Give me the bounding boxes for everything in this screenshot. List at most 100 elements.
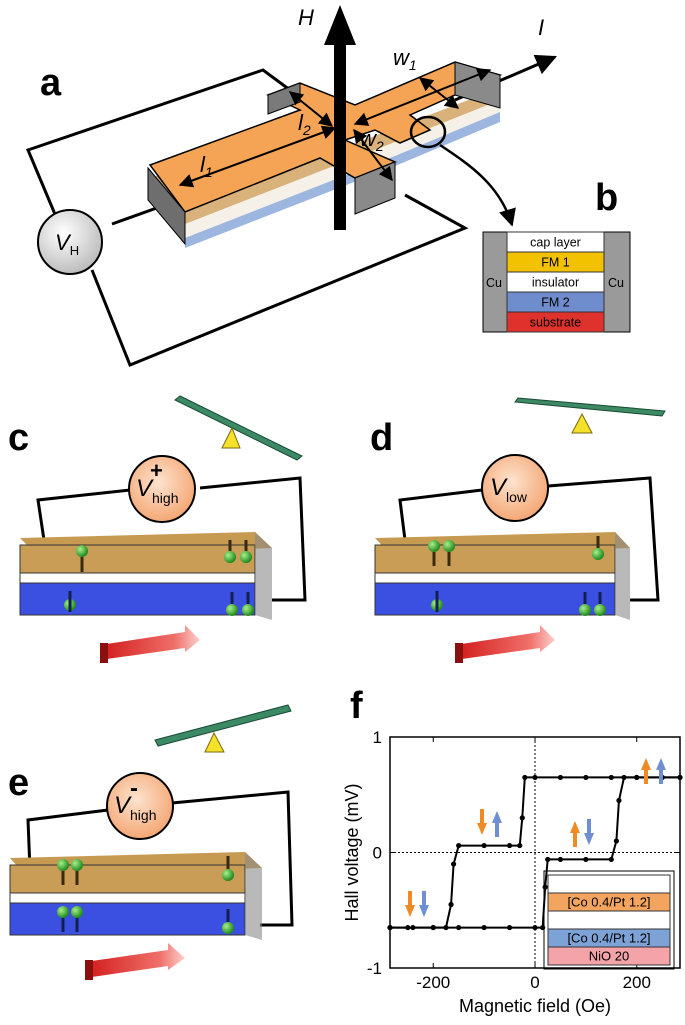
current-label: I <box>538 15 544 40</box>
data-point <box>506 842 513 849</box>
data-point <box>616 797 622 804</box>
spin-arrow <box>656 758 666 784</box>
data-point <box>522 774 528 781</box>
data-point <box>557 774 564 781</box>
legend-layer <box>547 874 671 894</box>
spin-arrow <box>405 891 415 917</box>
panel-a: a I H l1 l2 w2 w1 <box>25 5 557 367</box>
data-point <box>557 856 564 863</box>
spins-d <box>428 536 606 616</box>
legend-label: [Co 0.4/Pt 1.2] <box>567 895 650 910</box>
data-point <box>481 842 487 849</box>
data-point <box>677 774 683 781</box>
y-tick-label: 1 <box>373 728 382 747</box>
current-arrow-d-tail <box>455 643 463 663</box>
voltmeter-c-label: Vhigh <box>136 475 178 506</box>
block-c-fm2 <box>19 582 256 616</box>
x-tick-label: 0 <box>530 973 539 992</box>
block-e-fm1 <box>9 864 246 894</box>
seesaw-board-e <box>154 704 292 747</box>
layer-label: insulator <box>532 276 579 290</box>
legend-box <box>543 870 675 970</box>
data-point <box>532 774 538 781</box>
x-tick-label: -200 <box>416 973 450 992</box>
wire-bottom <box>90 193 469 367</box>
voltmeter-d <box>481 454 549 522</box>
spin-arrow <box>419 891 429 917</box>
block-e-side <box>245 852 262 940</box>
block-d-fm2 <box>374 582 616 616</box>
field-arrow-shaft <box>334 40 346 230</box>
circuit-c-right <box>199 476 307 602</box>
electrode-right <box>454 61 501 109</box>
y-tick-label: 0 <box>373 844 382 863</box>
l1-label: l1 <box>200 152 213 180</box>
data-point <box>481 924 487 931</box>
current-arrow-c <box>100 625 200 660</box>
legend-layer <box>547 910 671 930</box>
current-arrow-d <box>455 625 555 660</box>
panel-d: d Vlow <box>370 397 666 663</box>
spin-arrow <box>570 821 580 847</box>
circuit-e-left <box>26 808 109 871</box>
panel-e-letter: e <box>8 762 29 804</box>
data-point <box>621 774 627 781</box>
circuit-d-right <box>547 476 660 602</box>
data-point <box>456 842 462 849</box>
panel-d-letter: d <box>370 417 393 459</box>
data-point <box>532 924 538 931</box>
data-point <box>456 924 462 931</box>
panel-a-letter: a <box>40 62 62 104</box>
w1-dimension <box>418 77 460 109</box>
l2-dimension <box>288 91 334 127</box>
electrode-cu-right <box>603 231 631 333</box>
layer-label: FM 1 <box>541 256 570 270</box>
legend-label: NiO 20 <box>589 949 629 964</box>
data-point <box>583 856 589 863</box>
layer-label: cap layer <box>530 236 581 250</box>
panel-c: c Vhigh + <box>8 395 307 663</box>
data-point <box>517 842 523 849</box>
data-point <box>519 815 525 821</box>
block-d-insulator <box>374 572 616 584</box>
y-axis-title: Hall voltage (mV) <box>342 783 362 921</box>
legend-label: [Co 0.4/Pt 1.2] <box>567 931 650 946</box>
panel-f-letter: f <box>350 685 363 727</box>
seesaw-board-d <box>514 397 666 417</box>
y-tick-label: -1 <box>367 959 382 978</box>
data-point <box>387 924 393 931</box>
panel-b-letter: b <box>595 177 618 219</box>
legend-layer <box>547 946 671 966</box>
field-label: H <box>298 5 314 30</box>
block-e-insulator <box>9 892 246 904</box>
data-point <box>608 774 614 781</box>
voltmeter-c-sign: + <box>150 458 163 483</box>
voltmeter-e-sign: - <box>130 775 138 802</box>
voltmeter-e-label: Vhigh <box>114 792 156 823</box>
data-point <box>608 856 614 863</box>
layer-label: substrate <box>530 316 581 330</box>
current-arrow-e <box>85 943 185 978</box>
data-point <box>634 774 640 781</box>
w2-dimension <box>353 128 393 182</box>
layer-substrate <box>506 311 605 333</box>
spin-arrow <box>584 819 594 845</box>
circuit-e-right <box>171 790 294 927</box>
seesaw-board <box>174 395 303 461</box>
current-arrow-c-tail <box>100 643 108 663</box>
data-point <box>448 901 454 908</box>
block-c-side <box>255 532 272 620</box>
voltmeter-d-label: Vlow <box>490 474 528 505</box>
voltmeter-c <box>128 455 196 523</box>
block-e-fm2 <box>9 902 246 936</box>
layer-label: FM 2 <box>541 296 570 310</box>
block-c-fm1 <box>19 544 256 574</box>
wire-top <box>25 68 291 251</box>
layer-stack: cap layer FM 1 insulator FM 2 substrate <box>506 231 605 333</box>
panel-c-letter: c <box>8 417 29 459</box>
zoom-arrow <box>439 143 516 227</box>
panel-e: e Vhigh - <box>8 704 294 980</box>
